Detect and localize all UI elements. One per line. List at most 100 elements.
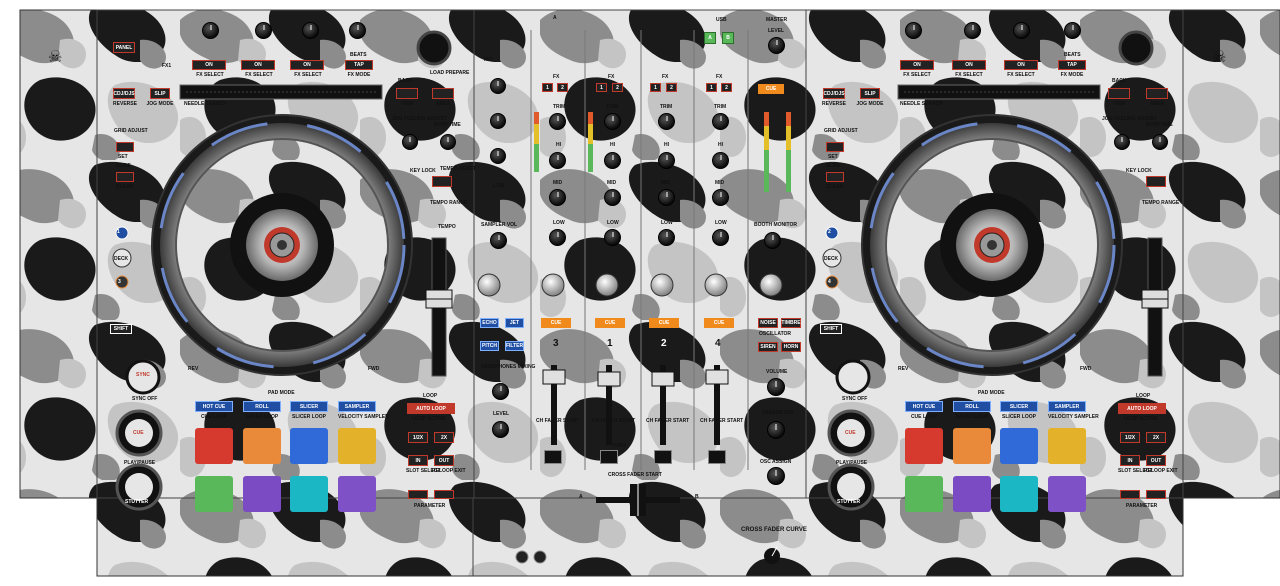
loop-half-button[interactable]: 1/2X (408, 432, 428, 443)
right-loop-half-button[interactable]: 1/2X (1120, 432, 1140, 443)
back-button[interactable] (396, 88, 418, 99)
fx2-assign-ch1[interactable]: 2 (557, 83, 568, 92)
mic-knob[interactable] (490, 78, 506, 94)
right-performance-pad-4[interactable] (1048, 428, 1086, 464)
fx1-assign-ch1[interactable]: 1 (542, 83, 553, 92)
load-button[interactable] (432, 88, 454, 99)
hi-knob-ch2[interactable] (604, 152, 621, 169)
panel-button[interactable]: PANEL (113, 42, 135, 53)
mid-knob-ch2[interactable] (604, 189, 621, 206)
right-performance-pad-2[interactable] (953, 428, 991, 464)
parameter-left-button[interactable] (408, 490, 428, 499)
performance-pad-6[interactable] (243, 476, 281, 512)
filter-button[interactable]: FILTER (505, 341, 524, 351)
right-loop-out-button[interactable]: OUT (1146, 455, 1166, 466)
right-grid-set-button[interactable] (826, 142, 844, 152)
crossfader-assign-ch4[interactable] (708, 450, 726, 464)
right-key-lock-button[interactable] (1146, 176, 1166, 187)
grid-set-button[interactable] (116, 142, 134, 152)
usb-b-button[interactable]: B (722, 32, 734, 44)
hi-knob-ch4[interactable] (712, 152, 729, 169)
right-slicer-button[interactable]: SLICER (1000, 401, 1038, 412)
fx2-knob[interactable] (255, 22, 272, 39)
right-fx3-knob[interactable] (1013, 22, 1030, 39)
fx2-on-button[interactable]: ON (241, 60, 275, 70)
headphones-mix-knob[interactable] (492, 383, 509, 400)
right-stop-time-knob[interactable] (1152, 134, 1168, 150)
low-knob-ch1[interactable] (549, 229, 566, 246)
osc-assign-selector[interactable] (767, 467, 785, 485)
right-shift-button[interactable]: SHIFT (820, 324, 842, 334)
right-fx2-on-button[interactable]: ON (952, 60, 986, 70)
right-jog-feeling-knob[interactable] (1114, 134, 1130, 150)
beats-knob[interactable] (349, 22, 366, 39)
grid-clear-button[interactable] (116, 172, 134, 182)
fx2-assign-ch3[interactable]: 2 (666, 83, 677, 92)
fx2-assign-ch4[interactable]: 2 (721, 83, 732, 92)
usb-a-button[interactable]: A (704, 32, 716, 44)
tap-button[interactable]: TAP (345, 60, 373, 70)
cue-button-ch3[interactable]: CUE (649, 318, 679, 328)
roll-button[interactable]: ROLL (243, 401, 281, 412)
loop-out-button[interactable]: OUT (434, 455, 454, 466)
fx3-on-button[interactable]: ON (290, 60, 324, 70)
crossfader-assign-ch1[interactable] (544, 450, 562, 464)
trim-knob-ch2[interactable] (604, 113, 621, 130)
right-loop-double-button[interactable]: 2X (1146, 432, 1166, 443)
key-lock-button[interactable] (432, 176, 452, 187)
right-performance-pad-3[interactable] (1000, 428, 1038, 464)
right-parameter-left-button[interactable] (1120, 490, 1140, 499)
right-fx1-on-button[interactable]: ON (900, 60, 934, 70)
right-roll-button[interactable]: ROLL (953, 401, 991, 412)
crossfader-assign-ch3[interactable] (654, 450, 672, 464)
right-fx2-knob[interactable] (964, 22, 981, 39)
fx1-assign-ch3[interactable]: 1 (650, 83, 661, 92)
trim-knob-ch3[interactable] (658, 113, 675, 130)
loop-double-button[interactable]: 2X (434, 432, 454, 443)
jet-button[interactable]: JET (505, 318, 524, 328)
right-beats-knob[interactable] (1064, 22, 1081, 39)
right-load-button[interactable] (1146, 88, 1168, 99)
crossfader-assign-ch2[interactable] (600, 450, 618, 464)
right-sampler-button[interactable]: SAMPLER (1048, 401, 1086, 412)
right-hot-cue-button[interactable]: HOT CUE (905, 401, 943, 412)
mid-knob-ch3[interactable] (658, 189, 675, 206)
cue-button-ch1[interactable]: CUE (541, 318, 571, 328)
sampler-vol-knob[interactable] (490, 232, 507, 249)
right-performance-pad-1[interactable] (905, 428, 943, 464)
right-grid-clear-button[interactable] (826, 172, 844, 182)
fx3-knob[interactable] (302, 22, 319, 39)
performance-pad-3[interactable] (290, 428, 328, 464)
hot-cue-button[interactable]: HOT CUE (195, 401, 233, 412)
jog-feeling-knob[interactable] (402, 134, 418, 150)
slicer-button[interactable]: SLICER (290, 401, 328, 412)
loop-in-button[interactable]: IN (408, 455, 428, 466)
shift-button[interactable]: SHIFT (110, 324, 132, 334)
timbre-button[interactable]: TIMBRE (781, 318, 801, 328)
right-slip-button[interactable]: SLIP (860, 88, 880, 99)
right-fx3-on-button[interactable]: ON (1004, 60, 1038, 70)
right-auto-loop-button[interactable]: AUTO LOOP (1118, 403, 1166, 414)
noise-button[interactable]: NOISE (758, 318, 778, 328)
right-loop-in-button[interactable]: IN (1120, 455, 1140, 466)
performance-pad-5[interactable] (195, 476, 233, 512)
hi-knob-ch1[interactable] (549, 152, 566, 169)
performance-pad-2[interactable] (243, 428, 281, 464)
mid-knob-ch1[interactable] (549, 189, 566, 206)
right-fx1-knob[interactable] (905, 22, 922, 39)
right-parameter-right-button[interactable] (1146, 490, 1166, 499)
performance-pad-8[interactable] (338, 476, 376, 512)
mic-hi-knob[interactable] (490, 113, 506, 129)
right-cdj-button[interactable]: CDJ/DJS (823, 88, 845, 99)
right-tap-button[interactable]: TAP (1058, 60, 1086, 70)
fx2-assign-ch2[interactable]: 2 (612, 83, 623, 92)
hi-knob-ch3[interactable] (658, 152, 675, 169)
sampler-button[interactable]: SAMPLER (338, 401, 376, 412)
echo-button[interactable]: ECHO (480, 318, 499, 328)
mid-knob-ch4[interactable] (712, 189, 729, 206)
booth-monitor-knob[interactable] (764, 232, 781, 249)
trim-knob-ch4[interactable] (712, 113, 729, 130)
cue-button-ch2[interactable]: CUE (595, 318, 625, 328)
headphones-level-knob[interactable] (492, 421, 509, 438)
stop-time-knob[interactable] (440, 134, 456, 150)
